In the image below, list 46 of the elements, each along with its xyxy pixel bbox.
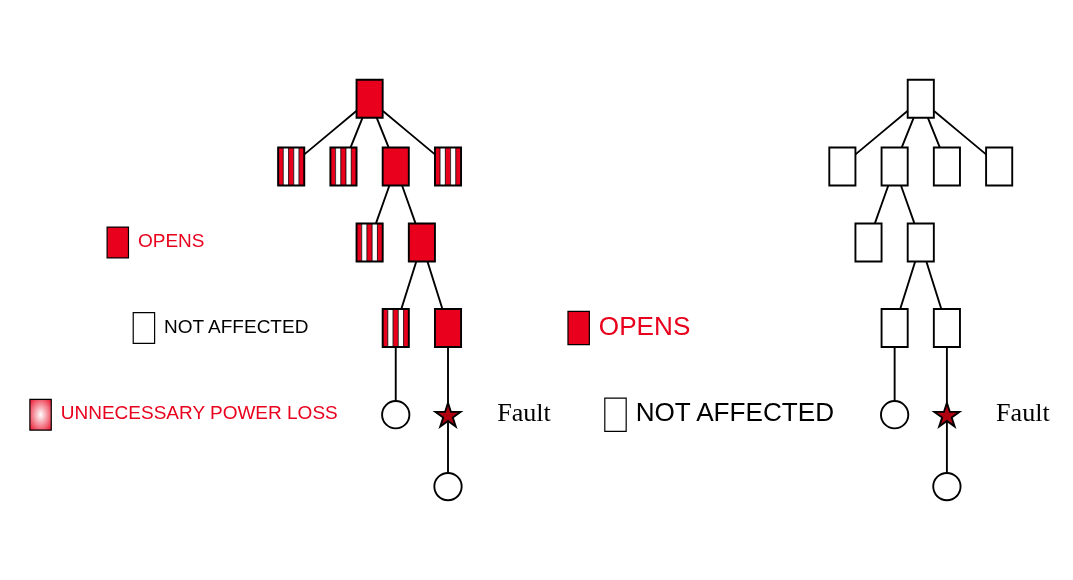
connector — [926, 116, 941, 149]
connector — [349, 116, 364, 149]
node-box — [880, 146, 909, 187]
node-box — [932, 308, 961, 348]
connector — [900, 184, 916, 225]
connector — [925, 260, 943, 310]
legend-label: OPENS — [137, 230, 205, 251]
node-circle — [433, 472, 463, 502]
legend-label: UNNECESSARY POWER LOSS — [60, 402, 338, 424]
connector — [447, 420, 449, 474]
legend-label: NOT AFFECTED — [635, 397, 835, 428]
node-box — [828, 146, 857, 187]
connector — [945, 346, 948, 404]
node-box — [985, 146, 1014, 187]
node-box — [381, 146, 410, 187]
node-circle — [880, 400, 910, 430]
connector — [874, 184, 890, 225]
legend-label: NOT AFFECTED — [164, 315, 309, 337]
connector — [899, 260, 917, 310]
connector — [394, 346, 397, 402]
connector — [945, 420, 948, 474]
connector — [401, 184, 417, 225]
node-circle — [381, 400, 411, 430]
node-box — [854, 222, 883, 263]
legend-label: OPENS — [598, 310, 691, 341]
node-circle — [932, 472, 962, 502]
connector — [303, 110, 358, 156]
node-box — [434, 308, 462, 348]
node-box — [880, 308, 909, 348]
node-box — [906, 222, 935, 263]
node-box — [932, 146, 961, 187]
node-label: Fault — [996, 398, 1050, 428]
node-box — [906, 78, 935, 119]
connector — [426, 260, 444, 310]
connector — [381, 110, 436, 156]
connector — [854, 110, 909, 156]
node-label: Fault — [497, 398, 551, 428]
connector — [447, 346, 449, 404]
connector — [375, 184, 391, 225]
connector — [400, 260, 418, 310]
node-box — [407, 222, 436, 263]
connector — [893, 346, 896, 402]
node-box — [355, 78, 384, 119]
connector — [900, 116, 915, 149]
connector — [933, 110, 987, 156]
connector — [375, 116, 390, 149]
